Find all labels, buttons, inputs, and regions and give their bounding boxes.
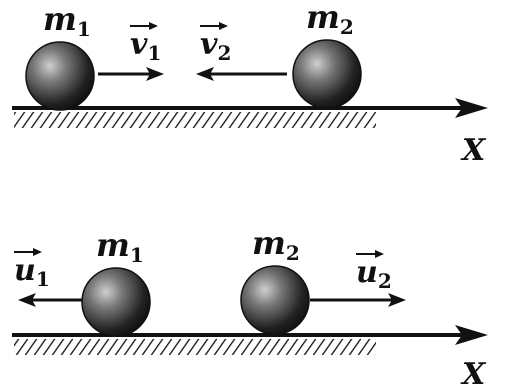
velocity-u2-arrowhead <box>388 293 406 307</box>
ball-m2 <box>240 265 310 335</box>
velocity-v2-arrowhead <box>196 67 214 81</box>
velocity-label-v2: v2 <box>200 22 231 65</box>
velocity-v1-arrowhead <box>146 67 164 81</box>
x-axis-arrowhead <box>455 325 488 345</box>
svg-text:u1: u1 <box>14 253 50 291</box>
ball-m2 <box>292 39 362 109</box>
velocity-label-v1: v1 <box>130 22 161 65</box>
velocity-u1-arrowhead <box>18 293 36 307</box>
mass-label-m2: m2 <box>252 224 300 265</box>
x-axis-label: X <box>460 357 487 390</box>
surface-hatching <box>14 339 376 355</box>
mass-label-m1: m1 <box>96 226 144 267</box>
ball-m1 <box>25 41 95 111</box>
surface-hatching <box>14 112 376 128</box>
scene-after: X m1 m2 u1 u2 <box>12 224 488 390</box>
x-axis-arrowhead <box>455 98 488 118</box>
scene-before: X m1 m2 v1 v2 <box>12 0 488 168</box>
svg-text:v1: v1 <box>130 27 161 65</box>
mass-label-m2: m2 <box>306 0 354 39</box>
x-axis-label: X <box>460 133 487 168</box>
velocity-label-u1: u1 <box>14 248 50 291</box>
ball-m1 <box>81 267 151 337</box>
svg-text:v2: v2 <box>200 27 231 65</box>
velocity-label-u2: u2 <box>356 250 392 293</box>
svg-text:u2: u2 <box>356 255 392 293</box>
mass-label-m1: m1 <box>43 0 91 41</box>
